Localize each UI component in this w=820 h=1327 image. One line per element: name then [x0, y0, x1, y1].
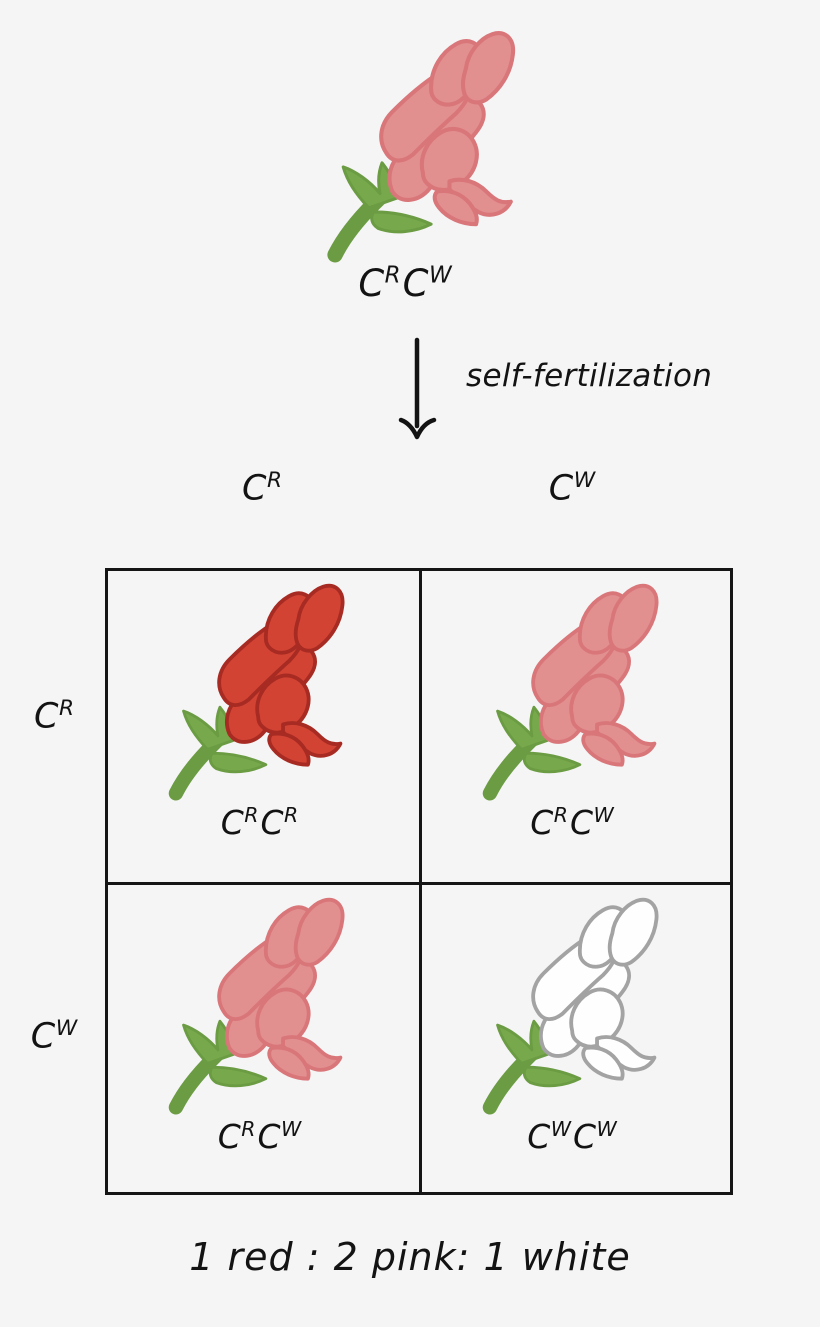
self-fertilization-label: self-fertilization	[466, 358, 713, 394]
phenotype-ratio-caption: 1 red : 2 pink: 1 white	[189, 1235, 631, 1279]
punnett-row-header-1: CR	[33, 696, 75, 737]
cell-genotype-label: CWCW	[422, 1117, 730, 1156]
cell-allele-1: CW	[527, 1116, 571, 1156]
cell-genotype-label: CRCW	[422, 803, 730, 842]
punnett-column-header-2: CW	[548, 468, 596, 509]
cell-genotype-label: CRCW	[108, 1117, 419, 1156]
punnett-square-grid: CRCR	[105, 568, 733, 1195]
cell-allele-2: CW	[569, 803, 614, 842]
flower-petals	[217, 897, 345, 1081]
parent-allele-1: CR	[358, 262, 401, 305]
punnett-cell-red-homozygous[interactable]: CRCR	[108, 571, 419, 882]
cell-allele-2: CW	[257, 1116, 302, 1156]
flower-petals	[217, 583, 345, 767]
cell-allele-1: CR	[217, 1116, 256, 1156]
parent-genotype-label: CRCW	[0, 262, 820, 305]
pink-snapdragon-flower	[478, 581, 674, 801]
cell-allele-1: CR	[220, 803, 259, 842]
cell-genotype-label: CRCR	[108, 803, 419, 842]
punnett-row-header-2: CW	[30, 1016, 78, 1057]
punnett-column-header-1: CR	[241, 468, 283, 509]
punnett-cell-pink-heterozygous-bottom[interactable]: CRCW	[108, 881, 419, 1193]
white-snapdragon-flower	[478, 895, 674, 1115]
punnett-cell-white-homozygous[interactable]: CWCW	[419, 881, 730, 1192]
parent-allele-2: CW	[402, 262, 452, 305]
punnett-cell-pink-heterozygous-top[interactable]: CRCW	[419, 571, 730, 882]
pink-snapdragon-flower	[164, 895, 360, 1115]
flower-petals	[531, 583, 659, 767]
cell-allele-2: CW	[573, 1116, 617, 1156]
parent-pink-snapdragon-flower	[322, 28, 532, 263]
down-arrow-icon	[396, 337, 440, 442]
cell-allele-1: CR	[530, 803, 568, 842]
cell-allele-2: CR	[260, 803, 299, 842]
red-snapdragon-flower	[164, 581, 360, 801]
flower-petals	[379, 31, 516, 227]
flower-petals	[531, 897, 659, 1081]
